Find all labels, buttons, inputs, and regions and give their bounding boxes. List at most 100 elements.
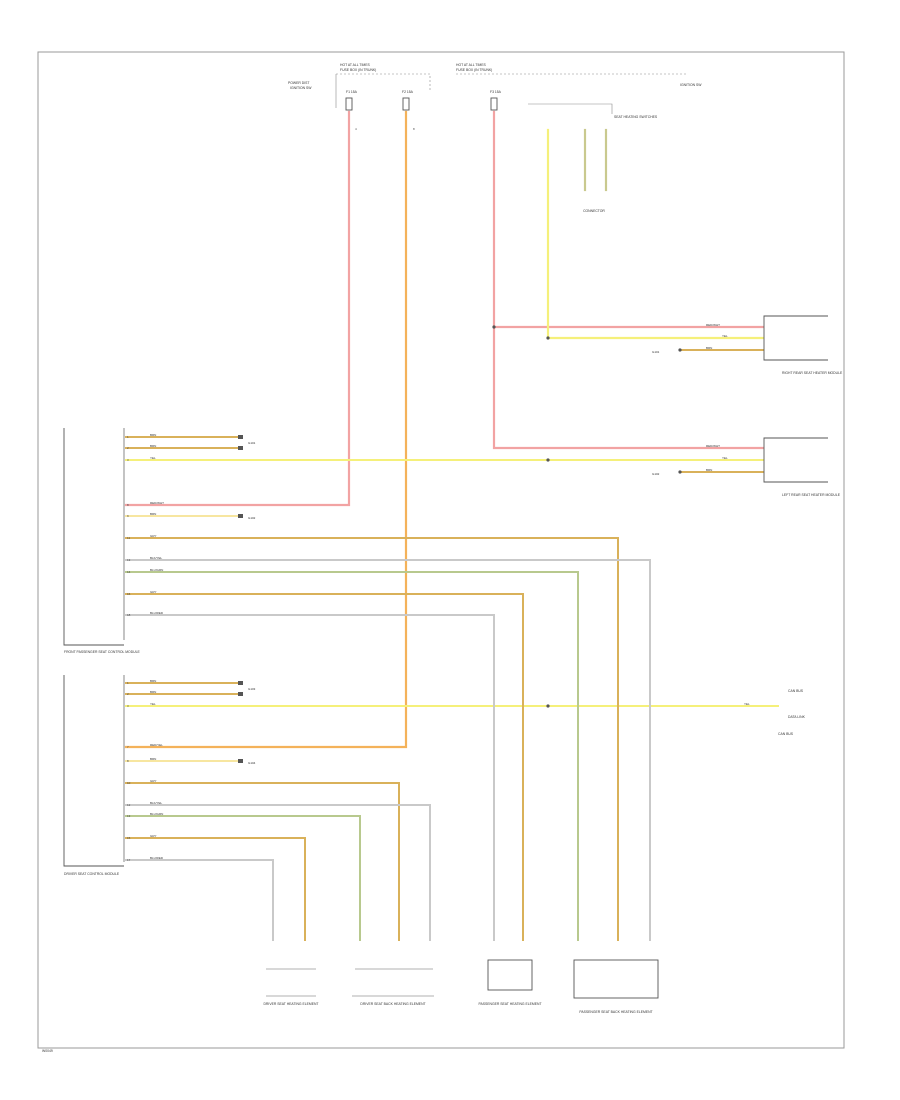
svg-text:2: 2 — [127, 692, 129, 696]
wire-label: BLU/GRN — [150, 568, 163, 572]
svg-text:8: 8 — [127, 503, 129, 507]
module-right-rear: RIGHT REAR SEAT HEATER MODULE — [763, 315, 843, 375]
ground-label-lr: G102 — [652, 472, 660, 476]
module-driver-label: DRIVER SEAT CONTROL MODULE — [64, 872, 120, 876]
svg-text:17: 17 — [127, 858, 131, 862]
diagram-frame — [37, 51, 845, 1049]
ground-label-g102: G102 — [248, 516, 256, 520]
svg-text:3: 3 — [127, 458, 129, 462]
svg-text:11: 11 — [127, 536, 130, 540]
bottom-component-label: DRIVER SEAT HEATING ELEMENT — [263, 1002, 318, 1006]
footer-code: W0049 — [42, 1049, 53, 1053]
fuse-box-right-label: HOT AT ALL TIMES — [456, 63, 487, 67]
bottom-component-label: PASSENGER SEAT HEATING ELEMENT — [478, 1002, 541, 1006]
fuse-box-right-sublabel: FUSE BOX (IN TRUNK) — [456, 68, 492, 72]
bottom-component-label: PASSENGER SEAT BACK HEATING ELEMENT — [579, 1010, 652, 1014]
svg-text:9: 9 — [127, 514, 129, 518]
wire-label: BRN — [706, 468, 712, 472]
wire-label: RED/WHT — [706, 444, 720, 448]
ground-icon — [238, 514, 243, 518]
svg-text:14: 14 — [127, 570, 131, 574]
wires — [124, 110, 779, 941]
wire-label: YEL — [150, 456, 156, 460]
bottom-switch-note: CONNECTOR — [583, 209, 605, 213]
fuse-box-left-sublabel: FUSE BOX (IN TRUNK) — [340, 68, 376, 72]
module-driver: 1 2 3 7 8 10 12 13 15 17 DRIVER SEAT CON… — [63, 675, 131, 876]
wire-label: BRN — [150, 512, 156, 516]
wire-label: GRY — [150, 834, 156, 838]
svg-text:1: 1 — [127, 435, 129, 439]
svg-text:12: 12 — [127, 803, 131, 807]
ground-icon — [238, 435, 243, 439]
wire-label: BRN — [150, 690, 156, 694]
bottom-component-3: PASSENGER SEAT HEATING ELEMENT — [478, 959, 542, 1006]
wire-label: BRN — [150, 433, 156, 437]
can-bus-sublabel: DATA LINK — [788, 715, 806, 719]
fuse-left-b-pin: 8 — [413, 127, 415, 131]
wire-label: GRY — [150, 534, 156, 538]
wire-label: BLU/RED — [150, 611, 164, 615]
fuse-left-b — [402, 97, 410, 111]
svg-text:7: 7 — [127, 745, 129, 749]
can-bus-label: CAN BUS — [788, 689, 804, 693]
wire-labels: BRN BRN YEL RED/WHT BRN GRY BLK/YEL BLU/… — [150, 323, 750, 860]
can-bus-name: CAN BUS — [778, 732, 794, 736]
fuse-left-a-label: F1 15A — [346, 90, 358, 94]
ignition-note-left: IGNITION SW — [290, 86, 312, 90]
bottom-component-2: DRIVER SEAT BACK HEATING ELEMENT — [352, 968, 434, 1006]
ground-icon — [238, 681, 243, 685]
ground-label-g104: G104 — [248, 761, 256, 765]
fuse-box-right: HOT AT ALL TIMES FUSE BOX (IN TRUNK) F3 … — [456, 63, 702, 213]
wire-label: YEL — [150, 702, 156, 706]
fuse-box-left-label: HOT AT ALL TIMES — [340, 63, 371, 67]
module-left-rear-label: LEFT REAR SEAT HEATER MODULE — [782, 493, 841, 497]
can-bus: CAN BUS DATA LINK CAN BUS — [778, 689, 806, 736]
wire-label: YEL — [722, 334, 728, 338]
wire-label: RED/YEL — [150, 743, 163, 747]
ground-label-g101: G101 — [248, 441, 256, 445]
fuse-right-label: F3 15A — [490, 90, 502, 94]
wire-label: BRN — [150, 679, 156, 683]
module-front-passenger: 1 2 3 8 9 11 13 14 16 18 FRONT PASSENGER… — [63, 428, 140, 654]
wire-label: GRY — [150, 590, 156, 594]
wire-label: BLK/YEL — [150, 556, 163, 560]
wire-label: BRN — [150, 444, 156, 448]
wire-label: GRY — [150, 779, 156, 783]
bottom-component-4: PASSENGER SEAT BACK HEATING ELEMENT — [573, 959, 659, 1014]
wire-label: BLU/RED — [150, 856, 164, 860]
svg-text:13: 13 — [127, 814, 131, 818]
fuse-left-b-label: F2 15A — [402, 90, 414, 94]
bottom-component-1: DRIVER SEAT HEATING ELEMENT — [263, 968, 319, 1006]
wire-label: BLK/YEL — [150, 801, 163, 805]
module-left-rear: LEFT REAR SEAT HEATER MODULE — [763, 437, 841, 497]
svg-text:15: 15 — [127, 836, 131, 840]
connector-note: SEAT HEATING SWITCHES — [614, 115, 658, 119]
ground-icon — [238, 692, 243, 696]
wire-label: RED/WHT — [150, 501, 164, 505]
fuse-left-a — [345, 97, 353, 111]
ground-symbols: G101 G102 G103 G104 G101 G102 — [238, 350, 660, 765]
ground-label-g103: G103 — [248, 687, 256, 691]
fuse-left-a-pin: 4 — [355, 127, 357, 131]
ground-icon — [238, 446, 243, 450]
svg-text:8: 8 — [127, 759, 129, 763]
wire-label: YEL — [744, 702, 750, 706]
svg-text:10: 10 — [127, 781, 131, 785]
wire-label: BRN — [150, 757, 156, 761]
svg-text:16: 16 — [127, 592, 131, 596]
left-side-note: POWER DIST — [288, 81, 309, 85]
svg-text:13: 13 — [127, 558, 131, 562]
svg-text:3: 3 — [127, 704, 129, 708]
svg-text:18: 18 — [127, 613, 131, 617]
module-right-rear-label: RIGHT REAR SEAT HEATER MODULE — [782, 371, 843, 375]
ground-label-rr: G101 — [652, 350, 660, 354]
wire-label: BLU/GRN — [150, 812, 163, 816]
wire-label: RED/WHT — [706, 323, 720, 327]
splice-points — [492, 325, 682, 708]
module-front-passenger-label: FRONT PASSENGER SEAT CONTROL MODULE — [64, 650, 140, 654]
svg-text:1: 1 — [127, 681, 129, 685]
wire-label: YEL — [722, 456, 728, 460]
ignition-label: IGNITION SW — [680, 83, 702, 87]
ground-icon — [238, 759, 243, 763]
